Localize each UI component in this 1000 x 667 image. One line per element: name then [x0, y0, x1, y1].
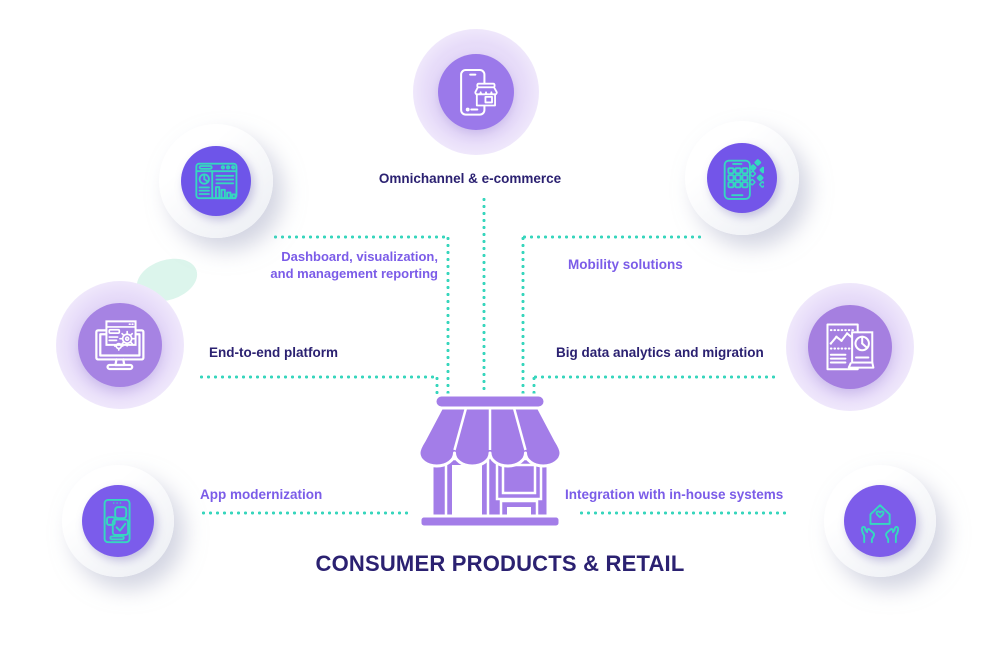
node-omnichannel-circle: [438, 54, 514, 130]
storefront-icon: [417, 393, 563, 529]
hands-house-icon: [860, 504, 899, 544]
connector-bigdata-vertical: [532, 375, 536, 399]
label-omnichannel: Omnichannel & e-commerce: [378, 171, 562, 186]
connector-integration-horizontal: [578, 511, 788, 515]
label-integration: Integration with in-house systems: [565, 487, 784, 502]
label-dashboard-line1: Dashboard, visualization,: [281, 249, 438, 264]
connector-mobility-vertical: [521, 235, 525, 395]
label-app-modernization: App modernization: [200, 487, 323, 502]
connector-endtoend-vertical: [435, 375, 439, 399]
label-mobility: Mobility solutions: [568, 257, 683, 272]
connector-mobility-horizontal: [521, 235, 703, 239]
node-omnichannel: [413, 29, 539, 155]
analytics-report-icon: [826, 323, 875, 371]
node-mobility: [685, 121, 799, 235]
phone-storefront-icon: [459, 68, 498, 116]
phone-checkmark-icon: [103, 498, 131, 544]
node-end-to-end-circle: [78, 303, 162, 387]
connector-dashboard-horizontal: [272, 235, 449, 239]
dashboard-charts-icon: [194, 162, 237, 199]
monitor-gear-icon: [95, 320, 145, 371]
node-dashboard-reporting: [159, 124, 273, 238]
node-big-data: [786, 283, 914, 411]
label-dashboard-reporting: Dashboard, visualization, and management…: [238, 248, 438, 282]
label-big-data: Big data analytics and migration: [556, 345, 764, 360]
connector-endtoend-horizontal: [198, 375, 438, 379]
node-end-to-end-platform: [56, 281, 184, 409]
connector-omnichannel-vertical: [482, 196, 486, 395]
node-big-data-circle: [808, 305, 892, 389]
node-mobility-circle: [707, 143, 777, 213]
connector-dashboard-vertical: [446, 235, 450, 395]
node-integration-circle: [844, 485, 916, 557]
connector-appmod-horizontal: [200, 511, 408, 515]
page-title: CONSUMER PRODUCTS & RETAIL: [315, 551, 685, 576]
label-end-to-end-platform: End-to-end platform: [209, 345, 338, 360]
mobile-apps-icon: [723, 158, 765, 200]
node-integration: [824, 465, 936, 577]
label-dashboard-line2: and management reporting: [270, 266, 438, 281]
node-app-modernization: [62, 465, 174, 577]
connector-bigdata-horizontal: [532, 375, 776, 379]
node-app-modernization-circle: [82, 485, 154, 557]
node-dashboard-circle: [181, 146, 251, 216]
